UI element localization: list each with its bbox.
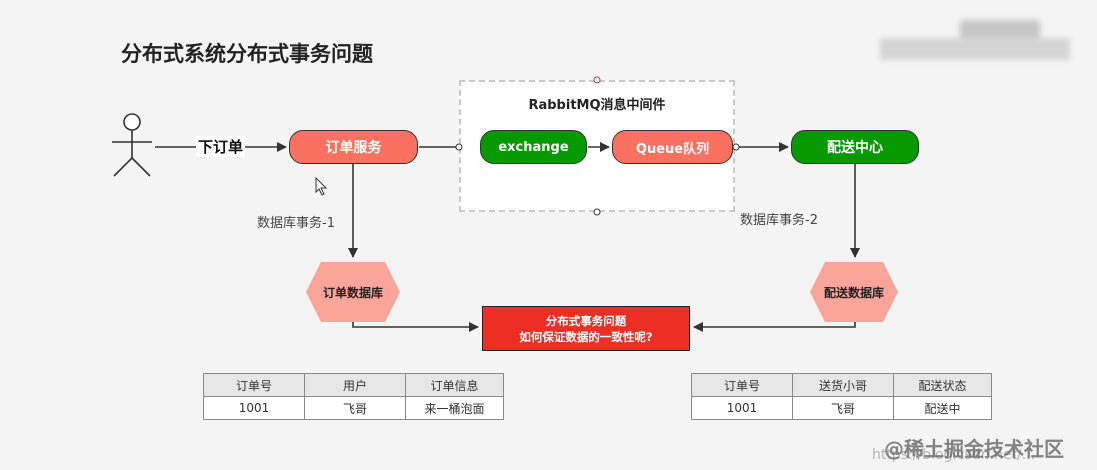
table-row: 1001 飞哥 配送中 <box>691 396 992 420</box>
delivery-table-cell: 1001 <box>691 396 793 420</box>
delivery-center-node: 配送中心 <box>791 130 919 164</box>
order-table-header-row: 订单号 用户 订单信息 <box>203 373 504 397</box>
mq-port-bottom <box>593 208 601 216</box>
order-table-cell: 1001 <box>203 396 305 420</box>
rabbitmq-title: RabbitMQ消息中间件 <box>528 98 666 113</box>
delivery-db-label: 配送数据库 <box>823 285 884 300</box>
delivery-table-cell: 配送中 <box>893 396 992 420</box>
order-db-hexagon <box>306 262 400 322</box>
problem-line-1: 分布式事务问题 <box>545 313 627 328</box>
mq-port-top <box>593 76 601 84</box>
redacted-block-2 <box>880 38 1070 60</box>
order-service-label: 订单服务 <box>325 140 382 156</box>
exchange-node: exchange <box>480 130 587 164</box>
redacted-block-1 <box>960 20 1040 40</box>
tx-label-left: 数据库事务-1 <box>257 216 335 231</box>
user-stick-figure-icon <box>112 113 152 177</box>
order-table-cell: 飞哥 <box>304 396 406 420</box>
distributed-tx-problem-box: 分布式事务问题 如何保证数据的一致性呢? <box>482 306 690 351</box>
order-table-header-cell: 订单号 <box>203 373 305 397</box>
order-table-header-cell: 订单信息 <box>405 373 504 397</box>
tx-label-right: 数据库事务-2 <box>740 213 818 228</box>
delivery-table: 订单号 送货小哥 配送状态 1001 飞哥 配送中 <box>691 373 992 420</box>
mq-port-left <box>455 143 463 151</box>
table-row: 1001 飞哥 来一桶泡面 <box>203 396 504 420</box>
delivery-center-label: 配送中心 <box>827 140 883 156</box>
delivery-db-hexagon <box>810 262 898 322</box>
order-table-header-cell: 用户 <box>304 373 406 397</box>
page-title: 分布式系统分布式事务问题 <box>121 42 373 66</box>
delivery-table-header-row: 订单号 送货小哥 配送状态 <box>691 373 992 397</box>
problem-line-2: 如何保证数据的一致性呢? <box>519 329 653 344</box>
queue-label: Queue队列 <box>635 141 710 157</box>
delivery-table-header-cell: 送货小哥 <box>792 373 894 397</box>
delivery-table-header-cell: 订单号 <box>691 373 793 397</box>
exchange-label: exchange <box>498 139 569 155</box>
edge-order-db-to-problem <box>352 322 479 332</box>
delivery-table-header-cell: 配送状态 <box>893 373 992 397</box>
order-table-cell: 来一桶泡面 <box>405 396 504 420</box>
delivery-table-cell: 飞哥 <box>792 396 894 420</box>
mq-port-right <box>732 143 740 151</box>
order-table: 订单号 用户 订单信息 1001 飞哥 来一桶泡面 <box>203 373 504 420</box>
watermark-url: https://blog.csdn.net/... <box>872 447 1036 463</box>
edge-delivery-db-to-problem <box>693 322 856 332</box>
queue-node: Queue队列 <box>612 130 733 164</box>
mouse-cursor-icon <box>315 176 328 196</box>
order-db-label: 订单数据库 <box>322 285 383 300</box>
order-service-node: 订单服务 <box>289 130 418 164</box>
watermark-text: @稀土掘金技术社区 <box>884 437 1064 461</box>
place-order-label: 下订单 <box>196 136 246 157</box>
